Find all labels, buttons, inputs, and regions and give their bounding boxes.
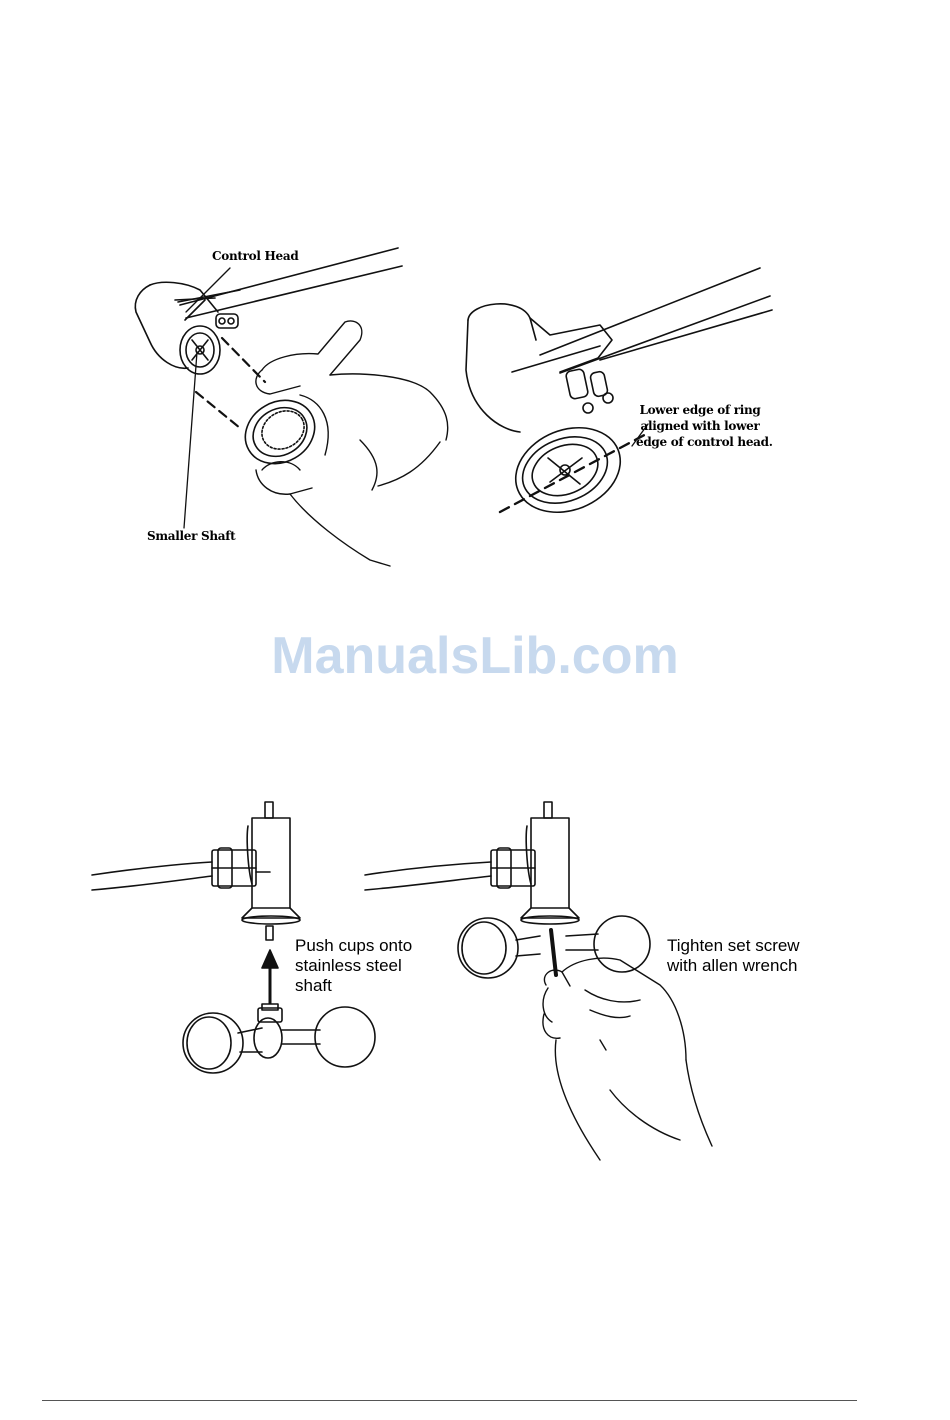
footer-rule (42, 1400, 857, 1401)
label-push-line-3: shaft (295, 976, 412, 996)
label-tighten-line-1: Tighten set screw (667, 936, 800, 956)
cup-assembly-left (183, 1004, 375, 1073)
push-arrow (262, 950, 278, 1003)
label-tighten-set-screw: Tighten set screw with allen wrench (667, 936, 800, 976)
allen-wrench (551, 930, 556, 975)
label-push-cups: Push cups onto stainless steel shaft (295, 936, 412, 996)
label-tighten-line-2: with allen wrench (667, 956, 800, 976)
label-push-line-1: Push cups onto (295, 936, 412, 956)
sensor-right (365, 802, 579, 924)
sensor-left (92, 802, 300, 940)
hand-right (543, 958, 712, 1160)
label-push-line-2: stainless steel (295, 956, 412, 976)
